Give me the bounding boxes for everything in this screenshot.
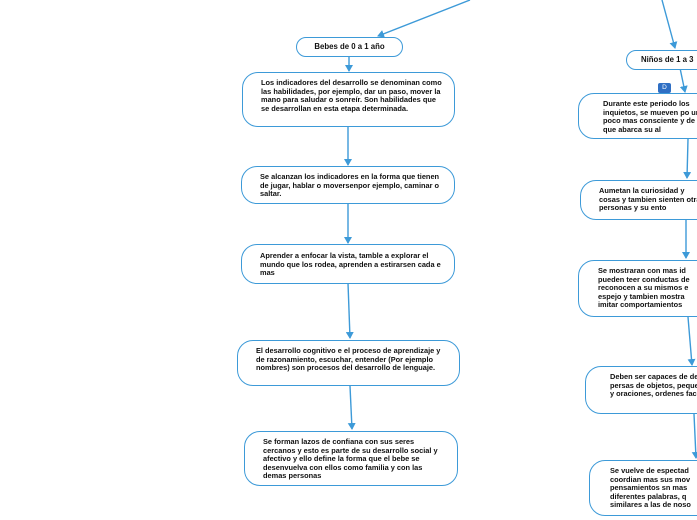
right-item-text: Se vuelve de espectad coordian mas sus m… [610,466,691,510]
link-right-4 [687,316,696,366]
left-item-text: Aprender a enfocar la vista, tamble a ex… [260,251,441,278]
right-item-text: Deben ser capaces de de persas de objeto… [610,372,697,399]
left-item-node[interactable]: Se forman lazos de confiana con sus sere… [244,431,458,486]
right-item-node[interactable]: Se mostraran con mas id pueden teer cond… [578,260,697,317]
note-marker-icon[interactable]: D [658,83,671,93]
link-right-1 [679,67,688,93]
right-item-text: Durante este periodo los inquietos, se m… [603,99,697,134]
right-item-node[interactable]: Deben ser capaces de de persas de objeto… [585,366,697,414]
right-item-text: Aumetan la curiosidad y cosas y tambien … [599,186,697,213]
left-item-text: Se forman lazos de confiana con sus sere… [263,437,438,481]
link-left-5 [347,385,356,430]
right-item-text: Se mostraran con mas id pueden teer cond… [598,266,690,310]
right-branch-title-text: Niños de 1 a 3 [641,55,694,64]
right-item-node[interactable]: Durante este periodo los inquietos, se m… [578,93,697,139]
link-root-to-right-title [661,0,678,49]
left-item-text: El desarrollo cognitivo e el proceso de … [256,346,441,373]
left-branch-title[interactable]: Bebes de 0 a 1 año [296,37,403,57]
link-left-4 [345,282,354,339]
left-branch-title-text: Bebes de 0 a 1 año [314,42,385,51]
left-item-node[interactable]: El desarrollo cognitivo e el proceso de … [237,340,460,386]
right-item-node[interactable]: Se vuelve de espectad coordian mas sus m… [589,460,697,516]
left-item-node[interactable]: Se alcanzan los indicadores en la forma … [241,166,455,204]
left-item-text: Se alcanzan los indicadores en la forma … [260,172,440,199]
link-right-2 [683,138,692,179]
link-root-to-left-title [377,0,471,38]
right-branch-title[interactable]: Niños de 1 a 3 [626,50,697,70]
left-item-text: Los indicadores del desarrollo se denomi… [261,78,442,113]
link-right-5 [691,413,697,459]
left-item-node[interactable]: Los indicadores del desarrollo se denomi… [242,72,455,127]
right-item-node[interactable]: Aumetan la curiosidad y cosas y tambien … [580,180,697,220]
left-item-node[interactable]: Aprender a enfocar la vista, tamble a ex… [241,244,455,284]
